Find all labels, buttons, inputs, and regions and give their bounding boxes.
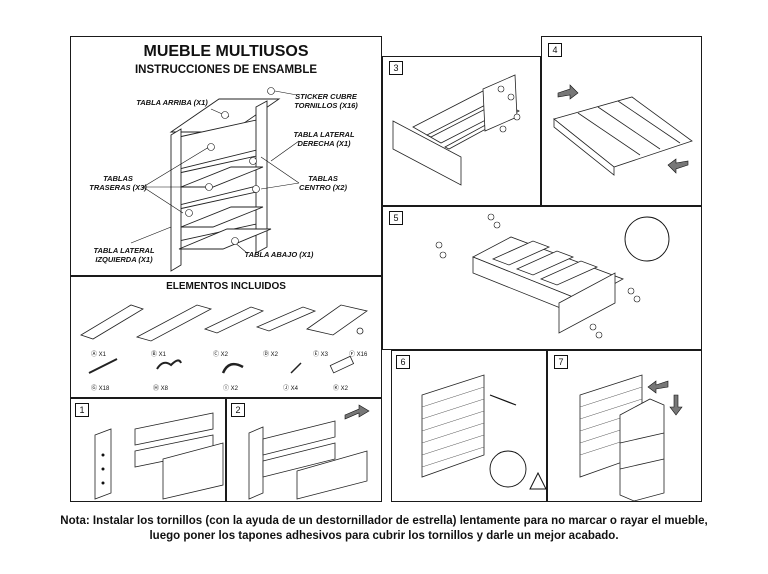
step-1-panel: 1 — [70, 398, 226, 502]
elem-f-caption: Ⓕ X16 — [349, 352, 368, 358]
step-5-panel: 5 — [382, 206, 702, 350]
elem-e-caption: Ⓔ X3 — [313, 352, 329, 358]
elem-b-caption: Ⓑ X1 — [151, 352, 167, 358]
push-arrow-right-icon — [667, 158, 689, 174]
elem-c-caption: Ⓒ X2 — [213, 352, 229, 358]
assembly-note: Nota: Instalar los tornillos (con la ayu… — [60, 514, 708, 544]
step-7-number: 7 — [554, 355, 568, 369]
label-centro: TABLAS CENTRO (X2) — [299, 174, 347, 192]
note-text: Instalar los tornillos (con la ayuda de … — [92, 515, 708, 542]
elem-g-caption: Ⓖ X18 — [91, 386, 110, 392]
label-lateral-izquierda: TABLA LATERAL IZQUIERDA (X1) — [93, 246, 155, 264]
elements-diagram — [80, 304, 368, 374]
step-3-number: 3 — [389, 61, 403, 75]
step-2-panel: 2 — [226, 398, 382, 502]
elem-a-caption: Ⓐ X1 — [91, 352, 107, 358]
elements-panel: ELEMENTOS INCLUIDOS Ⓐ X1 Ⓑ X1 Ⓒ X2 Ⓓ X2 … — [70, 276, 382, 398]
step-6-panel: 6 — [391, 350, 547, 502]
step-4-number: 4 — [548, 43, 562, 57]
label-tabla-arriba: TABLA ARRIBA (X1) — [136, 98, 208, 107]
label-traseras: TABLAS TRASERAS (X3) — [89, 174, 147, 192]
elem-h-caption: Ⓗ X8 — [153, 386, 169, 392]
elem-k-caption: Ⓚ X2 — [333, 386, 349, 392]
label-lateral-derecha: TABLA LATERAL DERECHA (X1) — [293, 130, 355, 148]
detail-circle — [489, 450, 527, 488]
note-prefix: Nota: — [60, 515, 90, 527]
warning-icon — [529, 471, 547, 490]
push-arrow-left-icon — [557, 84, 579, 100]
elements-title: ELEMENTOS INCLUIDOS — [166, 281, 286, 292]
step-7-diagram — [579, 374, 683, 502]
step-1-diagram — [94, 412, 224, 500]
step-2-diagram — [248, 404, 370, 500]
step-6-number: 6 — [396, 355, 410, 369]
document-subtitle: INSTRUCCIONES DE ENSAMBLE — [134, 64, 318, 76]
exploded-shelf-diagram — [130, 87, 300, 272]
push-arrow-left-icon — [647, 380, 669, 394]
step-7-panel: 7 — [547, 350, 702, 502]
step-1-number: 1 — [75, 403, 89, 417]
elem-i-caption: Ⓘ X2 — [223, 386, 239, 392]
step-6-diagram — [421, 374, 547, 490]
step-5-diagram — [435, 213, 670, 339]
overview-panel: MUEBLE MULTIUSOS INSTRUCCIONES DE ENSAMB… — [70, 36, 382, 276]
step-3-panel: 3 — [382, 56, 541, 206]
detail-magnifier — [624, 216, 670, 262]
step-5-number: 5 — [389, 211, 403, 225]
push-arrow-down-icon — [669, 394, 683, 416]
elem-j-caption: Ⓙ X4 — [283, 386, 299, 392]
step-4-diagram — [553, 84, 693, 176]
step-4-panel: 4 — [541, 36, 702, 206]
brick-wall — [421, 374, 485, 478]
label-tabla-abajo: TABLA ABAJO (X1) — [244, 250, 314, 259]
push-arrow-icon — [344, 404, 370, 420]
step-2-number: 2 — [231, 403, 245, 417]
document-title: MUEBLE MULTIUSOS — [143, 43, 309, 60]
label-sticker: STICKER CUBRE TORNILLOS (X16) — [294, 92, 358, 110]
step-3-diagram — [392, 74, 521, 186]
elem-d-caption: Ⓓ X2 — [263, 352, 279, 358]
